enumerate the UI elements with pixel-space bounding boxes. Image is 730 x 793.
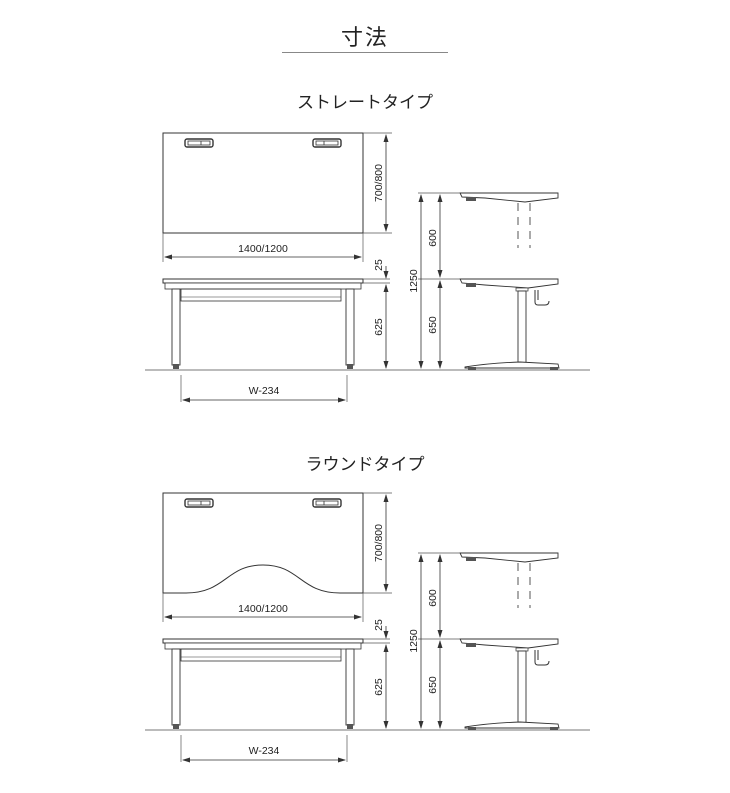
- side-view-desk: [459, 552, 560, 730]
- stroke-label: 600: [427, 589, 439, 607]
- side-view-desk: [459, 192, 560, 370]
- max-height-label: 1250: [408, 629, 420, 653]
- depth-label: 700/800: [373, 164, 385, 202]
- max-height-label: 1250: [408, 269, 420, 293]
- top-view-desk: [162, 132, 364, 234]
- frame-height-label: 625: [373, 678, 385, 696]
- section-title-straight: ストレートタイプ: [297, 93, 433, 113]
- cable-grommet-icon: [184, 138, 214, 148]
- depth-label: 700/800: [373, 524, 385, 562]
- round-type-drawing: 700/800 1400/1200 25 625 W-234: [145, 492, 590, 763]
- stroke-label: 600: [427, 229, 439, 247]
- width-label: 1400/1200: [238, 603, 288, 615]
- top-view-desk: [162, 492, 364, 594]
- thickness-label: 25: [373, 619, 385, 631]
- leg-span-label: W-234: [249, 745, 280, 757]
- thickness-label: 25: [373, 259, 385, 271]
- front-view-desk: [162, 638, 364, 729]
- section-title-round: ラウンドタイプ: [305, 455, 425, 475]
- page-title: 寸法: [340, 26, 389, 51]
- min-height-label: 650: [427, 676, 439, 694]
- front-view-desk: [162, 278, 364, 369]
- min-height-label: 650: [427, 316, 439, 334]
- cable-grommet-icon: [184, 498, 214, 508]
- cable-grommet-icon: [312, 138, 342, 148]
- width-label: 1400/1200: [238, 243, 288, 255]
- cable-grommet-icon: [312, 498, 342, 508]
- title-underline: [282, 52, 448, 53]
- frame-height-label: 625: [373, 318, 385, 336]
- straight-type-drawing: 700/800 1400/1200 25 625 W-234: [145, 132, 590, 403]
- leg-span-label: W-234: [249, 385, 280, 397]
